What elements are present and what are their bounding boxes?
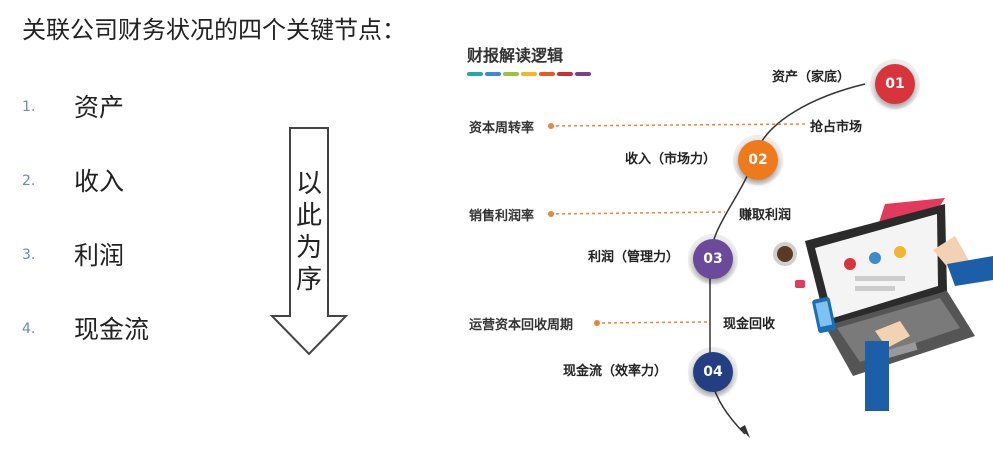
title-underline-segment xyxy=(521,72,537,76)
list-number: 4. xyxy=(22,321,36,337)
list-text: 收入 xyxy=(74,167,125,196)
node-label-revenue: 收入（市场力） xyxy=(625,152,717,167)
mid-label-profit: 赚取利润 xyxy=(739,208,792,223)
title-underline-segment xyxy=(539,72,555,76)
list-text: 资产 xyxy=(74,93,125,122)
node-circle-03: 03 xyxy=(688,234,738,284)
mid-label-cash: 现金回收 xyxy=(723,317,776,332)
mid-label-market: 抢占市场 xyxy=(810,120,863,135)
financial-logic-infographic: 财报解读逻辑 xyxy=(455,36,993,463)
side-label-margin: 销售利润率 xyxy=(469,209,535,224)
title-underline-segment xyxy=(503,72,519,76)
node-label-profit: 利润（管理力） xyxy=(588,250,680,265)
node-label-assets: 资产（家底） xyxy=(772,70,851,85)
infographic-title: 财报解读逻辑 xyxy=(467,46,564,65)
title-underline-segment xyxy=(575,72,591,76)
list-text: 利润 xyxy=(74,241,125,270)
list-text: 现金流 xyxy=(74,315,150,344)
node-circle-04: 04 xyxy=(688,347,738,397)
list-number: 3. xyxy=(22,247,36,263)
down-arrow-icon xyxy=(269,127,349,356)
title-underline-segment xyxy=(467,72,483,76)
side-label-recovery-cycle: 运营资本回收周期 xyxy=(469,318,574,333)
flow-curve xyxy=(548,83,993,438)
title-underline-segment xyxy=(485,72,501,76)
node-circle-01: 01 xyxy=(870,59,920,109)
side-label-turnover: 资本周转率 xyxy=(469,121,535,136)
title-underline-segment xyxy=(557,72,573,76)
arrow-caption: 以 此 为 序 xyxy=(295,169,322,295)
node-label-cashflow: 现金流（效率力） xyxy=(563,364,668,379)
list-number: 1. xyxy=(22,99,36,115)
laptop-illustration-icon xyxy=(773,198,993,411)
node-circle-02: 02 xyxy=(733,135,783,185)
slide-heading: 关联公司财务状况的四个关键节点： xyxy=(22,16,406,44)
list-number: 2. xyxy=(22,173,36,189)
